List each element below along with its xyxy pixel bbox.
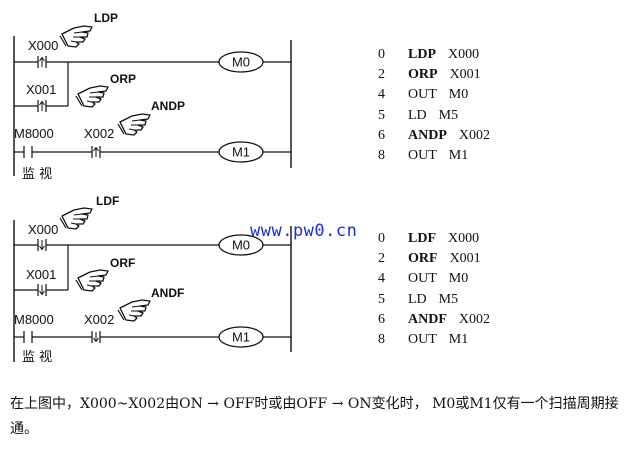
- instruction-row: 5 LD M5: [378, 290, 490, 310]
- ladder-block-2: X000 M0 LDF X001 ORF M8000 X: [13, 194, 292, 365]
- step-number: 6: [378, 127, 385, 143]
- down-arrow-icon: [39, 285, 45, 296]
- step-number: 6: [378, 311, 385, 327]
- step-number: 4: [378, 87, 385, 103]
- contact-falling-x000: [37, 239, 47, 251]
- instruction-row: 2 ORP X001: [378, 65, 490, 85]
- up-arrow-icon: [39, 100, 45, 111]
- watermark: www.pw0.cn: [250, 221, 358, 241]
- monitor-label: 监 视: [22, 350, 52, 365]
- operand: X000: [448, 47, 480, 62]
- instruction-annotation: LDF: [96, 194, 119, 208]
- contact-label: X001: [26, 267, 56, 282]
- monitor-label: 监 视: [22, 167, 52, 182]
- contact-label: M8000: [14, 312, 54, 327]
- up-arrow-icon: [93, 146, 99, 157]
- pointing-hand-icon: [75, 85, 109, 108]
- instruction-row: 4 OUT M0: [378, 269, 490, 289]
- operand: M1: [448, 331, 469, 347]
- contact-falling-x001: [37, 284, 47, 296]
- operand: M1: [448, 147, 469, 163]
- instruction-row: 0 LDP X000: [378, 45, 490, 65]
- coil-label: M0: [232, 55, 250, 70]
- contact-rising-x000: [37, 56, 47, 68]
- opcode: OUT: [408, 147, 437, 163]
- opcode: OUT: [408, 331, 437, 347]
- instruction-annotation: LDP: [94, 11, 118, 25]
- step-number: 8: [378, 331, 385, 347]
- contact-label: X002: [84, 126, 114, 141]
- instruction-annotation: ANDP: [151, 99, 185, 113]
- operand: X000: [448, 231, 480, 246]
- opcode: OUT: [408, 87, 437, 103]
- contact-falling-x002: [91, 331, 101, 343]
- coil-label: M1: [232, 330, 250, 345]
- instruction-row: 5 LD M5: [378, 106, 490, 126]
- contact-label: X000: [28, 222, 58, 237]
- instruction-row: 8 OUT M1: [378, 146, 490, 166]
- operand: M5: [438, 291, 459, 307]
- instruction-row: 8 OUT M1: [378, 330, 490, 350]
- contact-label: M8000: [14, 126, 54, 141]
- pointing-hand-icon: [59, 207, 93, 230]
- pointing-hand-icon: [59, 25, 93, 48]
- step-number: 4: [378, 271, 385, 287]
- opcode: LDF: [408, 231, 436, 246]
- instruction-annotation: ORF: [110, 256, 135, 270]
- up-arrow-icon: [39, 56, 45, 67]
- opcode: LD: [408, 291, 427, 307]
- step-number: 0: [378, 231, 385, 246]
- operand: M5: [438, 107, 459, 123]
- operand: X001: [449, 67, 481, 83]
- ladder-block-1: X000 M0 LDP X001 ORP M8000 X: [13, 11, 292, 182]
- pointing-hand-icon: [117, 299, 151, 322]
- instruction-annotation: ANDF: [151, 286, 184, 300]
- step-number: 5: [378, 291, 385, 307]
- opcode: ANDP: [408, 127, 447, 143]
- contact-m8000: [23, 146, 33, 158]
- opcode: LD: [408, 107, 427, 123]
- step-number: 8: [378, 147, 385, 163]
- instruction-row: 6 ANDP X002: [378, 126, 490, 146]
- contact-m8000: [23, 331, 33, 343]
- operand: M0: [448, 87, 469, 103]
- pointing-hand-icon: [117, 113, 151, 136]
- opcode: ORP: [408, 67, 438, 83]
- step-number: 5: [378, 107, 385, 123]
- explanation-text: 在上图中，X000~X002由ON → OFF时或由OFF → ON变化时， M…: [10, 396, 619, 437]
- opcode: LDP: [408, 47, 436, 62]
- operand: M0: [448, 271, 469, 287]
- operand: X001: [449, 251, 481, 267]
- coil-label: M1: [232, 145, 250, 160]
- contact-label: X002: [84, 312, 114, 327]
- instruction-row: 0 LDF X000: [378, 229, 490, 249]
- contact-label: X001: [26, 82, 56, 97]
- instruction-row: 4 OUT M0: [378, 85, 490, 105]
- instruction-row: 2 ORF X001: [378, 249, 490, 269]
- step-number: 2: [378, 67, 385, 83]
- step-number: 2: [378, 251, 385, 267]
- down-arrow-icon: [93, 332, 99, 343]
- opcode: OUT: [408, 271, 437, 287]
- opcode: ORF: [408, 251, 438, 267]
- contact-label: X000: [28, 38, 58, 53]
- down-arrow-icon: [39, 240, 45, 251]
- instruction-annotation: ORP: [110, 72, 136, 86]
- opcode: ANDF: [408, 311, 447, 327]
- operand: X002: [458, 311, 491, 327]
- contact-rising-x001: [37, 100, 47, 112]
- instruction-row: 6 ANDF X002: [378, 310, 490, 330]
- step-number: 0: [378, 47, 385, 62]
- contact-rising-x002: [91, 146, 101, 158]
- pointing-hand-icon: [75, 269, 109, 292]
- coil-label: M0: [232, 238, 250, 253]
- operand: X002: [458, 127, 491, 143]
